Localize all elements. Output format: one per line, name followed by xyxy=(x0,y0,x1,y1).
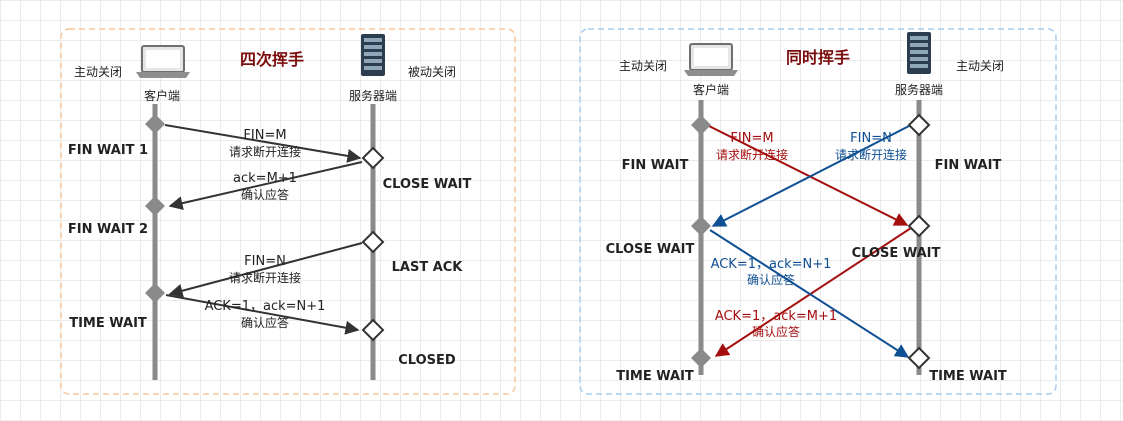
state-server-time-wait: TIME WAIT xyxy=(929,369,1007,384)
client-node-time-wait xyxy=(691,348,711,368)
four-way-panel xyxy=(60,28,516,395)
state-time-wait: TIME WAIT xyxy=(69,316,147,331)
server-node-closed xyxy=(361,318,385,342)
msg-ack-n1: ACK=1，ack=N+1 xyxy=(205,299,326,314)
state-client-time-wait: TIME WAIT xyxy=(616,369,694,384)
simultaneous-panel xyxy=(579,28,1057,395)
msg-client-ack: ACK=1，ack=N+1 xyxy=(711,257,832,272)
arrow-fin-n xyxy=(168,242,363,298)
client-role-label: 主动关闭 xyxy=(619,59,667,73)
state-fin-wait-1: FIN WAIT 1 xyxy=(68,143,148,158)
msg-server-ack: ACK=1，ack=M+1 xyxy=(715,309,837,324)
server-node-close-wait xyxy=(907,214,931,238)
client-name: 客户端 xyxy=(693,82,729,97)
server-icon xyxy=(907,32,931,74)
msg-fin-n: FIN=N xyxy=(244,254,286,269)
state-client-fin-wait: FIN WAIT xyxy=(622,158,689,173)
state-close-wait: CLOSE WAIT xyxy=(383,177,472,192)
client-node-fin-wait-1 xyxy=(145,114,165,134)
arrow-server-ack xyxy=(714,227,912,357)
server-role-label: 被动关闭 xyxy=(408,65,456,79)
arrow-client-ack xyxy=(709,229,910,358)
laptop-icon xyxy=(684,43,738,76)
arrow-ack-m1 xyxy=(168,161,363,211)
msg-fin-n-desc: 请求断开连接 xyxy=(229,270,301,285)
arrow-server-fin xyxy=(711,125,910,227)
msg-fin-m: FIN=M xyxy=(243,128,286,143)
state-server-fin-wait: FIN WAIT xyxy=(935,158,1002,173)
arrow-fin-m xyxy=(164,124,362,163)
panel-title: 同时挥手 xyxy=(786,48,850,67)
panel-title: 四次挥手 xyxy=(240,50,304,69)
state-server-close-wait: CLOSE WAIT xyxy=(852,246,941,261)
msg-server-fin-desc: 请求断开连接 xyxy=(835,147,907,162)
client-node-close-wait xyxy=(691,216,711,236)
msg-ack-m1-desc: 确认应答 xyxy=(241,187,289,202)
laptop-icon xyxy=(136,45,190,78)
msg-client-ack-desc: 确认应答 xyxy=(747,272,795,287)
arrow-ack-n1 xyxy=(165,294,360,335)
msg-server-ack-desc: 确认应答 xyxy=(752,324,800,339)
server-role-label: 主动关闭 xyxy=(956,59,1004,73)
server-icon xyxy=(361,34,385,76)
state-closed: CLOSED xyxy=(398,353,456,368)
state-fin-wait-2: FIN WAIT 2 xyxy=(68,222,148,237)
state-last-ack: LAST ACK xyxy=(392,260,464,275)
server-node-time-wait xyxy=(907,346,931,370)
client-node-fin-wait-2 xyxy=(145,196,165,216)
client-role-label: 主动关闭 xyxy=(74,65,122,79)
msg-fin-m-desc: 请求断开连接 xyxy=(229,144,301,159)
msg-client-fin-desc: 请求断开连接 xyxy=(716,147,788,162)
client-name: 客户端 xyxy=(144,88,180,103)
msg-client-fin: FIN=M xyxy=(730,131,773,146)
server-node-fin-wait xyxy=(907,113,931,137)
server-node-last-ack xyxy=(361,230,385,254)
server-name: 服务器端 xyxy=(895,82,943,97)
server-node-close-wait xyxy=(361,146,385,170)
client-node-fin-wait xyxy=(691,115,711,135)
arrow-client-fin xyxy=(708,125,909,226)
msg-ack-n1-desc: 确认应答 xyxy=(241,315,289,330)
server-name: 服务器端 xyxy=(349,88,397,103)
msg-server-fin: FIN=N xyxy=(850,131,892,146)
client-node-time-wait xyxy=(145,283,165,303)
state-client-close-wait: CLOSE WAIT xyxy=(606,242,695,257)
msg-ack-m1: ack=M+1 xyxy=(233,171,297,186)
